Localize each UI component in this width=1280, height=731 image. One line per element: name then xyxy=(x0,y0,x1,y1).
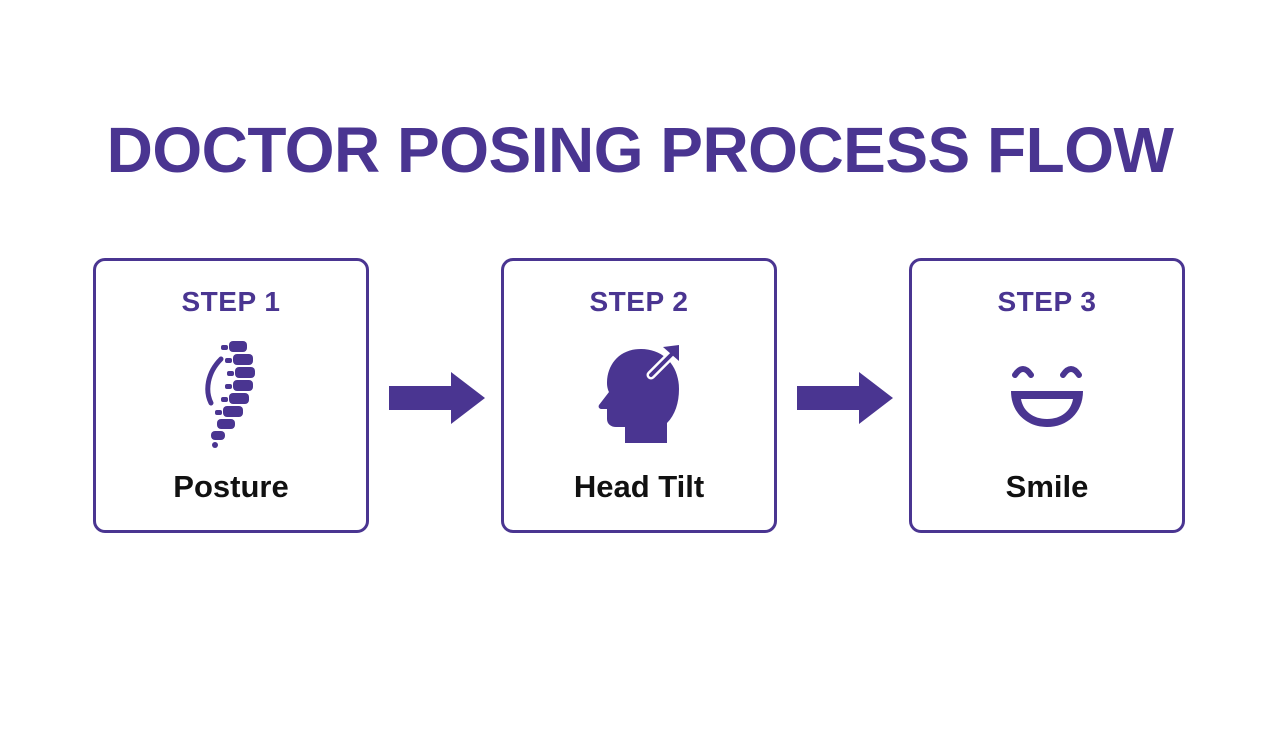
step-card-head-tilt: STEP 2 Head Tilt xyxy=(501,258,777,533)
step-name: Posture xyxy=(173,469,289,504)
step-name: Head Tilt xyxy=(573,469,705,504)
right-arrow-icon xyxy=(797,372,893,424)
spine-icon xyxy=(181,339,281,449)
smile-icon xyxy=(997,339,1097,449)
step-label: STEP 3 xyxy=(997,286,1097,317)
head-tilt-icon xyxy=(589,339,689,449)
step-card-smile: STEP 3 Smile xyxy=(909,258,1185,533)
step-label: STEP 1 xyxy=(181,286,281,317)
right-arrow-icon xyxy=(389,372,485,424)
diagram-title: DOCTOR POSING PROCESS FLOW xyxy=(106,114,1174,186)
step-card-posture: STEP 1 Posture xyxy=(93,258,369,533)
step-name: Smile xyxy=(1005,469,1089,504)
step-label: STEP 2 xyxy=(589,286,689,317)
